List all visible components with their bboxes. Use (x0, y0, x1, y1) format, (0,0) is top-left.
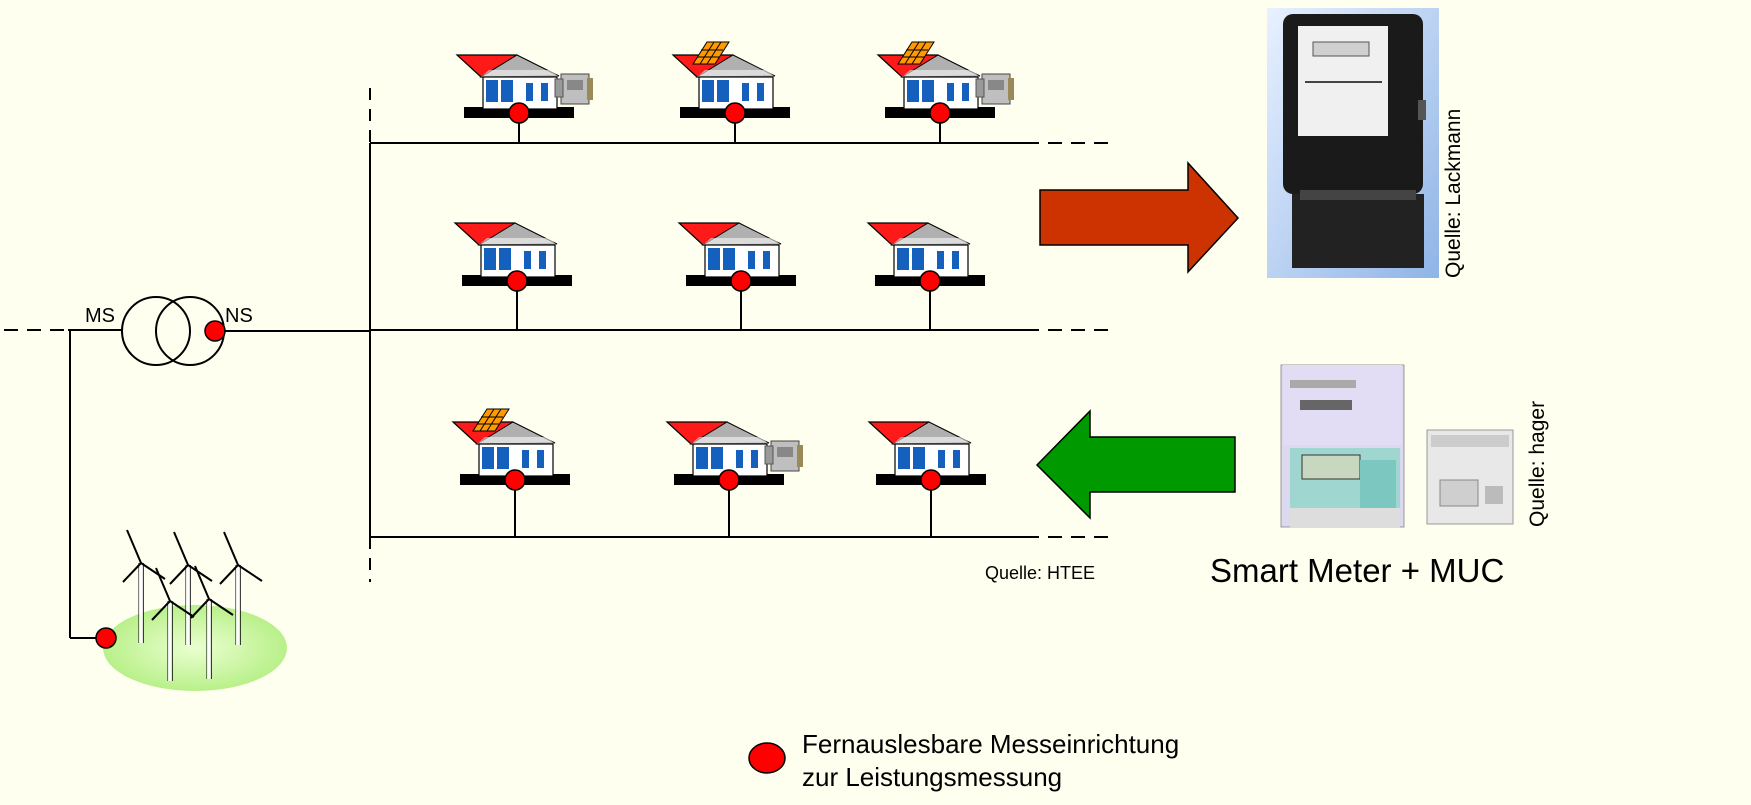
legend-meter-dot (748, 742, 786, 774)
meter-dot (724, 102, 746, 124)
smart-meter-caption: Smart Meter + MUC (1210, 552, 1505, 589)
meter-dot (504, 469, 526, 491)
source-htee: Quelle: HTEE (985, 563, 1096, 583)
windfarm-meter-dot (95, 627, 117, 649)
meter-dot (920, 469, 942, 491)
muc-photo (1426, 429, 1514, 525)
meter-dot (718, 469, 740, 491)
arrow-left (1035, 409, 1236, 520)
feeder-2 (454, 222, 986, 330)
ns-label: NS (225, 305, 253, 327)
feeder-1 (456, 41, 1015, 143)
source-lackmann: Quelle: Lackmann (1442, 108, 1465, 278)
smart-meter-photo (1280, 364, 1405, 528)
legend-line-1: Fernauslesbare Messeinrichtung (802, 729, 1180, 759)
meter-dot (506, 270, 528, 292)
legend-line-2: zur Leistungsmessung (802, 762, 1063, 792)
transformer-meter-dot (204, 320, 226, 342)
meter-dot (929, 102, 951, 124)
wind-farm (103, 529, 287, 691)
meter-dot (730, 270, 752, 292)
ms-label: MS (85, 305, 115, 327)
arrow-right (1039, 161, 1240, 274)
meter-dot (919, 270, 941, 292)
ferraris-meter-photo (1267, 8, 1439, 278)
mv-line (4, 329, 123, 639)
feeder-3 (452, 408, 987, 537)
feeder-lines (370, 142, 1115, 538)
source-hager: Quelle: hager (1526, 400, 1549, 527)
meter-dot (508, 102, 530, 124)
